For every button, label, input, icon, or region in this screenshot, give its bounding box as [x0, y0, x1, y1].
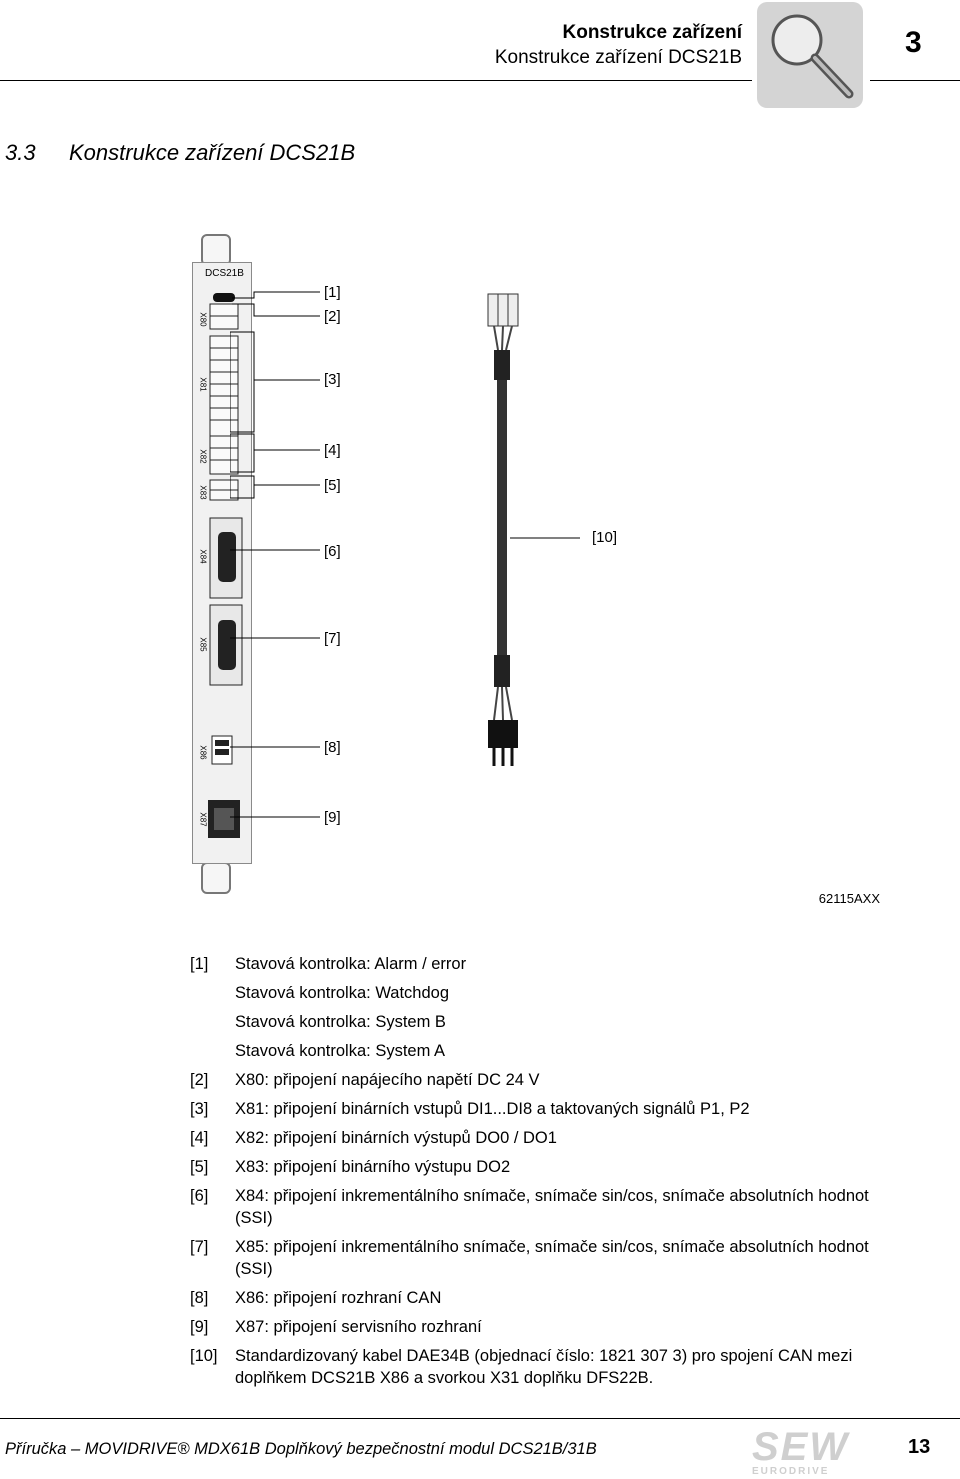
- callout-lines: [230, 291, 580, 818]
- legend-row: [4] X82: připojení binárních výstupů DO0…: [190, 1127, 890, 1149]
- legend-key: [6]: [190, 1187, 209, 1205]
- legend-row: [9] X87: připojení servisního rozhraní: [190, 1316, 890, 1338]
- legend-key: [2]: [190, 1071, 209, 1089]
- legend-key: [7]: [190, 1238, 209, 1256]
- header-title: Konstrukce zařízení: [562, 22, 743, 43]
- sew-logo: SEW EURODRIVE: [752, 1425, 862, 1477]
- legend-key: [1]: [190, 955, 209, 973]
- legend-row: Stavová kontrolka: System B: [190, 1011, 890, 1033]
- callout-4: [4]: [324, 442, 341, 459]
- legend-text: X87: připojení servisního rozhraní: [235, 1318, 482, 1336]
- legend-text: X86: připojení rozhraní CAN: [235, 1289, 442, 1307]
- callout-2: [2]: [324, 308, 341, 325]
- legend-key: [4]: [190, 1129, 209, 1147]
- legend-text: X81: připojení binárních vstupů DI1...DI…: [235, 1100, 750, 1118]
- legend-row: [1] Stavová kontrolka: Alarm / error: [190, 953, 890, 975]
- legend-text: Stavová kontrolka: System A: [235, 1042, 446, 1060]
- header-rule: [0, 80, 752, 81]
- legend-key: [10]: [190, 1347, 218, 1365]
- module-label: DCS21B: [205, 268, 244, 279]
- connector-label: X82: [198, 449, 208, 464]
- legend-key: [5]: [190, 1158, 209, 1176]
- callout-9: [9]: [324, 809, 341, 826]
- legend-text: X84: připojení inkrementálního snímače, …: [235, 1187, 869, 1227]
- legend-row: [2] X80: připojení napájecího napětí DC …: [190, 1069, 890, 1091]
- legend-text: X85: připojení inkrementálního snímače, …: [235, 1238, 869, 1278]
- legend-row: [3] X81: připojení binárních vstupů DI1.…: [190, 1098, 890, 1120]
- legend-key: [3]: [190, 1100, 209, 1118]
- section-number: 3.3: [5, 140, 36, 165]
- module-mount-tab-bottom: [201, 862, 231, 894]
- cable-dae34b: [487, 293, 519, 766]
- page-number: 13: [908, 1436, 931, 1458]
- legend-text: Standardizovaný kabel DAE34B (objednací …: [235, 1347, 853, 1387]
- footer-text: Příručka – MOVIDRIVE® MDX61B Doplňkový b…: [5, 1440, 597, 1458]
- legend-row: Stavová kontrolka: System A: [190, 1040, 890, 1062]
- chapter-number: 3: [905, 26, 922, 59]
- callout-5: [5]: [324, 477, 341, 494]
- callout-7: [7]: [324, 630, 341, 647]
- legend-text: X82: připojení binárních výstupů DO0 / D…: [235, 1129, 557, 1147]
- callout-3: [3]: [324, 371, 341, 388]
- legend-text: Stavová kontrolka: Alarm / error: [235, 955, 467, 973]
- legend-key: [190, 1011, 235, 1033]
- legend-text: Stavová kontrolka: Watchdog: [235, 984, 450, 1002]
- header-rule-right: [870, 80, 960, 81]
- connector-label: X87: [198, 812, 208, 827]
- legend-row: [10] Standardizovaný kabel DAE34B (objed…: [190, 1345, 890, 1389]
- connector-label: X83: [198, 485, 208, 500]
- legend-row: [8] X86: připojení rozhraní CAN: [190, 1287, 890, 1309]
- connector-label: X86: [198, 745, 208, 760]
- connector-label: X81: [198, 377, 208, 392]
- section-title: 3.3 Konstrukce zařízení DCS21B: [5, 140, 355, 166]
- connector-label: X85: [198, 637, 208, 652]
- legend-text: Stavová kontrolka: System B: [235, 1013, 446, 1031]
- sew-logo-subtext: EURODRIVE: [752, 1466, 830, 1477]
- legend-key: [9]: [190, 1318, 209, 1336]
- callout-6: [6]: [324, 543, 341, 560]
- footer-rule: [0, 1418, 960, 1419]
- connector-label: X80: [198, 312, 208, 327]
- legend-text: X80: připojení napájecího napětí DC 24 V: [235, 1071, 540, 1089]
- header-subtitle: Konstrukce zařízení DCS21B: [494, 47, 742, 68]
- figure-id: 62115AXX: [818, 891, 880, 906]
- callout-8: [8]: [324, 739, 341, 756]
- legend-key: [8]: [190, 1289, 209, 1307]
- module-details: [208, 293, 243, 838]
- legend-key: [190, 982, 235, 1004]
- legend-row: [7] X85: připojení inkrementálního sníma…: [190, 1236, 890, 1280]
- legend-row: [5] X83: připojení binárního výstupu DO2: [190, 1156, 890, 1178]
- legend-text: X83: připojení binárního výstupu DO2: [235, 1158, 511, 1176]
- module-mount-tab-top: [201, 234, 231, 266]
- legend-key: [190, 1040, 235, 1062]
- legend: [1] Stavová kontrolka: Alarm / error Sta…: [190, 953, 890, 1396]
- chapter-tab: [757, 2, 863, 108]
- connector-label: X84: [198, 549, 208, 564]
- callout-10: [10]: [592, 529, 618, 546]
- magnifier-icon: [771, 14, 854, 99]
- legend-row: Stavová kontrolka: Watchdog: [190, 982, 890, 1004]
- legend-row: [6] X84: připojení inkrementálního sníma…: [190, 1185, 890, 1229]
- section-title-text: Konstrukce zařízení DCS21B: [69, 140, 356, 165]
- sew-logo-text: SEW: [752, 1425, 850, 1469]
- callout-1: [1]: [324, 284, 341, 301]
